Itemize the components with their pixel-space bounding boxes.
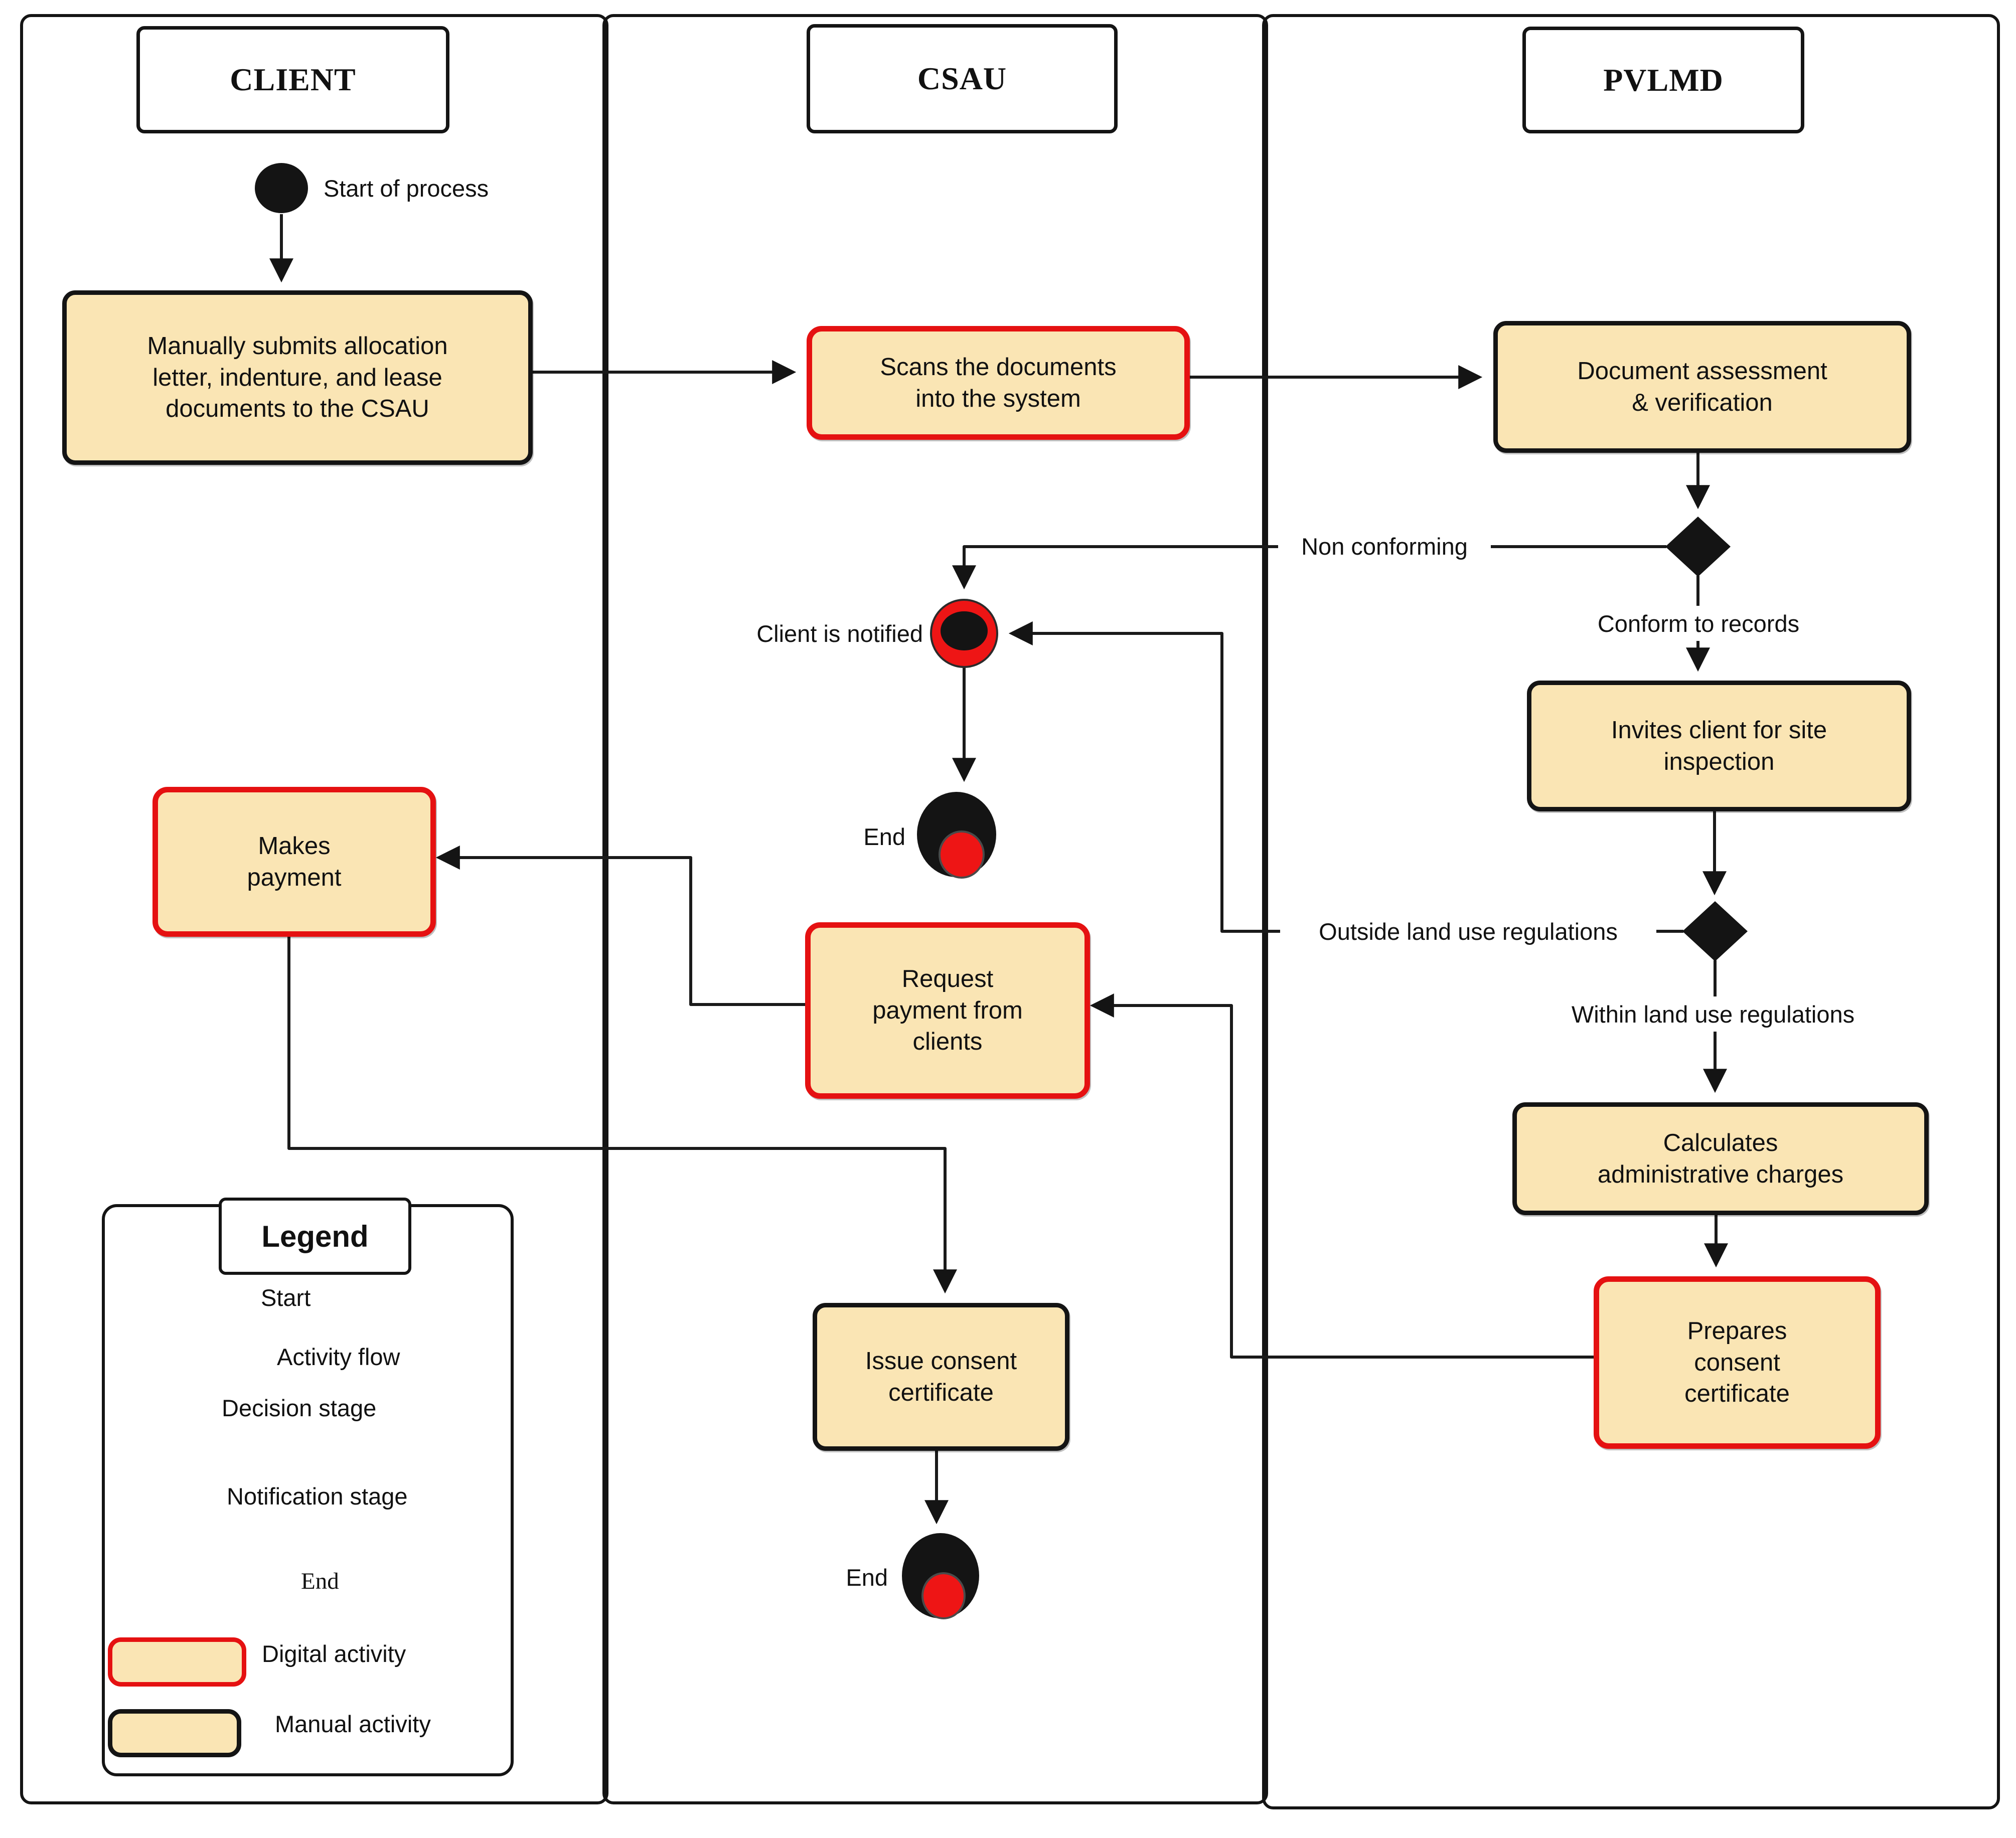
start-circle bbox=[255, 163, 308, 213]
end2-label: End bbox=[846, 1564, 888, 1591]
lane-csau bbox=[602, 14, 1268, 1804]
legend-item-start: Start bbox=[261, 1284, 311, 1311]
legend-item-manual-activity: Manual activity bbox=[275, 1711, 431, 1737]
lane-header-csau: CSAU bbox=[807, 24, 1118, 133]
edge-prepares-to-request bbox=[1090, 993, 1594, 1359]
end1-label: End bbox=[863, 823, 905, 850]
legend-digital-activity-box-icon bbox=[108, 1637, 246, 1687]
activity-submit-documents: Manually submits allocation letter, inde… bbox=[62, 290, 533, 465]
legend-item-digital-activity: Digital activity bbox=[262, 1640, 406, 1667]
edge-request-to-makes bbox=[435, 846, 805, 1006]
edge-label-non-conforming: Non conforming bbox=[1278, 529, 1491, 564]
activity-prepare-certificate: Prepares consent certificate bbox=[1594, 1276, 1881, 1449]
edge-label-within-regulations: Within land use regulations bbox=[1527, 996, 1899, 1032]
legend-item-end: End bbox=[301, 1568, 339, 1594]
activity-calculate-charges: Calculates administrative charges bbox=[1512, 1102, 1929, 1215]
lane-pvlmd bbox=[1262, 14, 2000, 1809]
legend-item-notification-stage: Notification stage bbox=[227, 1483, 408, 1510]
activity-request-payment: Request payment from clients bbox=[805, 922, 1090, 1099]
legend-manual-activity-box-icon bbox=[108, 1709, 241, 1757]
activity-document-assessment: Document assessment & verification bbox=[1493, 321, 1911, 453]
legend-item-decision-stage: Decision stage bbox=[222, 1395, 377, 1421]
end1-circle-core bbox=[939, 830, 985, 879]
activity-issue-certificate: Issue consent certificate bbox=[813, 1303, 1069, 1451]
lane-client bbox=[20, 14, 608, 1804]
legend-title: Legend bbox=[219, 1198, 411, 1275]
legend-item-activity-flow: Activity flow bbox=[277, 1344, 400, 1370]
start-of-process-label: Start of process bbox=[324, 175, 489, 202]
edge-label-outside-regulations: Outside land use regulations bbox=[1280, 914, 1656, 949]
edge-makes-to-issue bbox=[287, 926, 957, 1294]
decision1-diamond bbox=[1665, 517, 1731, 577]
lane-header-pvlmd: PVLMD bbox=[1522, 27, 1804, 133]
activity-scan-documents: Scans the documents into the system bbox=[807, 326, 1190, 440]
lane-header-client: CLIENT bbox=[136, 26, 449, 133]
edge-label-conform-to-records: Conform to records bbox=[1569, 606, 1828, 641]
client-notified-label: Client is notified bbox=[756, 620, 923, 647]
decision2-diamond bbox=[1682, 901, 1748, 961]
notification-circle-core bbox=[941, 611, 988, 650]
end2-circle-core bbox=[921, 1572, 966, 1619]
activity-invite-site-inspection: Invites client for site inspection bbox=[1527, 681, 1911, 811]
activity-makes-payment: Makes payment bbox=[152, 787, 436, 937]
